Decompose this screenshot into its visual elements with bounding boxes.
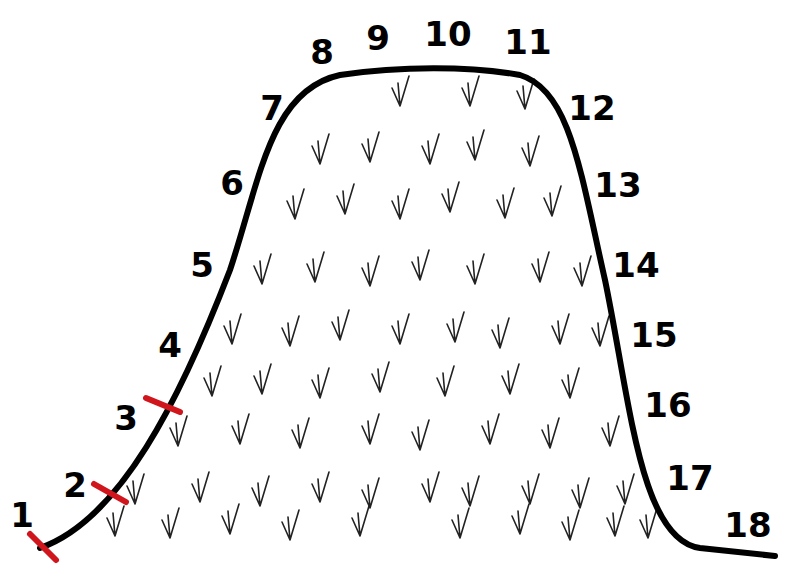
step-number: 13	[594, 168, 641, 202]
step-number: 3	[114, 401, 138, 435]
step-number: 10	[424, 17, 471, 51]
step-number: 2	[63, 468, 87, 502]
step-number: 15	[630, 318, 677, 352]
step-number: 12	[568, 91, 615, 125]
step-number: 11	[504, 25, 551, 59]
step-number: 1	[10, 498, 34, 532]
step-number: 4	[158, 328, 182, 362]
step-number: 18	[724, 508, 771, 542]
step-number: 7	[260, 91, 284, 125]
step-number: 14	[612, 248, 659, 282]
hill-outline	[40, 68, 775, 556]
step-number: 17	[666, 461, 713, 495]
step-number: 8	[310, 35, 334, 69]
red-tally-marks	[30, 398, 180, 560]
step-number: 16	[644, 388, 691, 422]
step-number: 6	[220, 166, 244, 200]
step-number: 5	[190, 248, 214, 282]
step-number: 9	[366, 21, 390, 55]
